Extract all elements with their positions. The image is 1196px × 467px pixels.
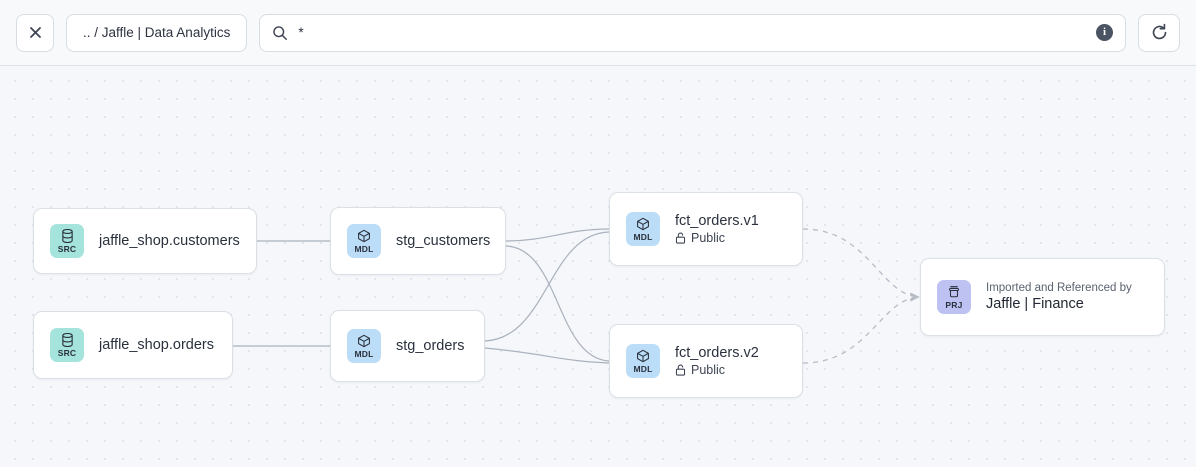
node-title: stg_customers <box>396 233 491 249</box>
node-stg-customers[interactable]: MDL stg_customers <box>330 207 506 275</box>
breadcrumb[interactable]: .. / Jaffle | Data Analytics <box>66 13 248 52</box>
visibility-label: Public <box>691 231 726 245</box>
cube-icon <box>636 349 650 363</box>
node-title: jaffle_shop.customers <box>99 233 240 249</box>
node-visibility: Public <box>675 363 759 377</box>
cube-icon <box>357 229 371 243</box>
edge-stgcust-v2 <box>505 245 610 362</box>
graph-canvas[interactable]: SRC jaffle_shop.customers SRC jaffle_sh <box>0 66 1196 467</box>
search-input[interactable] <box>298 14 1086 51</box>
node-title: fct_orders.v1 <box>675 213 759 229</box>
close-icon <box>29 27 41 38</box>
refresh-icon <box>1152 23 1166 40</box>
node-stg-orders[interactable]: MDL stg_orders <box>330 310 485 382</box>
edge-v1-project <box>802 228 918 297</box>
close-button[interactable] <box>16 13 54 52</box>
node-text: stg_customers <box>396 233 490 249</box>
node-text: Imported and Referenced by Jaffle | Fina… <box>986 282 1132 312</box>
node-fct-orders-v1[interactable]: MDL fct_orders.v1 Public <box>609 192 803 266</box>
node-text: stg_orders <box>396 338 465 354</box>
breadcrumb-label: .. / Jaffle | Data Analytics <box>83 25 231 40</box>
badge-type-label: MDL <box>354 243 374 254</box>
src-badge: SRC <box>50 224 84 258</box>
badge-type-label: SRC <box>57 347 77 358</box>
edge-stgord-v2 <box>484 347 610 364</box>
database-icon <box>61 332 74 347</box>
info-circle-icon[interactable]: i <box>1096 24 1113 41</box>
node-jaffle-shop-customers[interactable]: SRC jaffle_shop.customers <box>33 208 257 274</box>
archive-box-icon <box>947 285 961 299</box>
search-icon <box>273 25 288 40</box>
search-bar[interactable]: i <box>259 13 1126 52</box>
node-text: fct_orders.v2 Public <box>675 345 759 377</box>
node-text: jaffle_shop.customers <box>99 233 240 249</box>
cube-icon <box>636 217 650 231</box>
node-title: fct_orders.v2 <box>675 345 759 361</box>
edge-v2-project <box>802 297 918 364</box>
node-kicker: Imported and Referenced by <box>986 282 1132 294</box>
src-badge: SRC <box>50 328 84 362</box>
mdl-badge: MDL <box>347 329 381 363</box>
node-text: fct_orders.v1 Public <box>675 213 759 245</box>
node-text: jaffle_shop.orders <box>99 337 214 353</box>
badge-type-label: MDL <box>354 348 374 359</box>
database-icon <box>61 228 74 243</box>
unlock-icon <box>675 232 686 244</box>
mdl-badge: MDL <box>347 224 381 258</box>
info-glyph: i <box>1102 26 1107 38</box>
visibility-label: Public <box>691 363 726 377</box>
badge-type-label: SRC <box>57 243 77 254</box>
unlock-icon <box>675 364 686 376</box>
prj-badge: PRJ <box>937 280 971 314</box>
node-fct-orders-v2[interactable]: MDL fct_orders.v2 Public <box>609 324 803 398</box>
refresh-button[interactable] <box>1138 13 1180 52</box>
badge-type-label: MDL <box>633 231 653 242</box>
mdl-badge: MDL <box>626 212 660 246</box>
badge-type-label: PRJ <box>945 299 963 310</box>
node-title: stg_orders <box>396 338 465 354</box>
node-jaffle-shop-orders[interactable]: SRC jaffle_shop.orders <box>33 311 233 379</box>
node-title: jaffle_shop.orders <box>99 337 215 353</box>
node-title: Jaffle | Finance <box>986 296 1084 312</box>
edge-stgcust-v1 <box>505 228 610 242</box>
cube-icon <box>357 334 371 348</box>
node-visibility: Public <box>675 231 759 245</box>
badge-type-label: MDL <box>633 363 653 374</box>
mdl-badge: MDL <box>626 344 660 378</box>
top-toolbar: .. / Jaffle | Data Analytics i <box>0 0 1196 66</box>
node-jaffle-finance-project[interactable]: PRJ Imported and Referenced by Jaffle | … <box>920 258 1165 336</box>
